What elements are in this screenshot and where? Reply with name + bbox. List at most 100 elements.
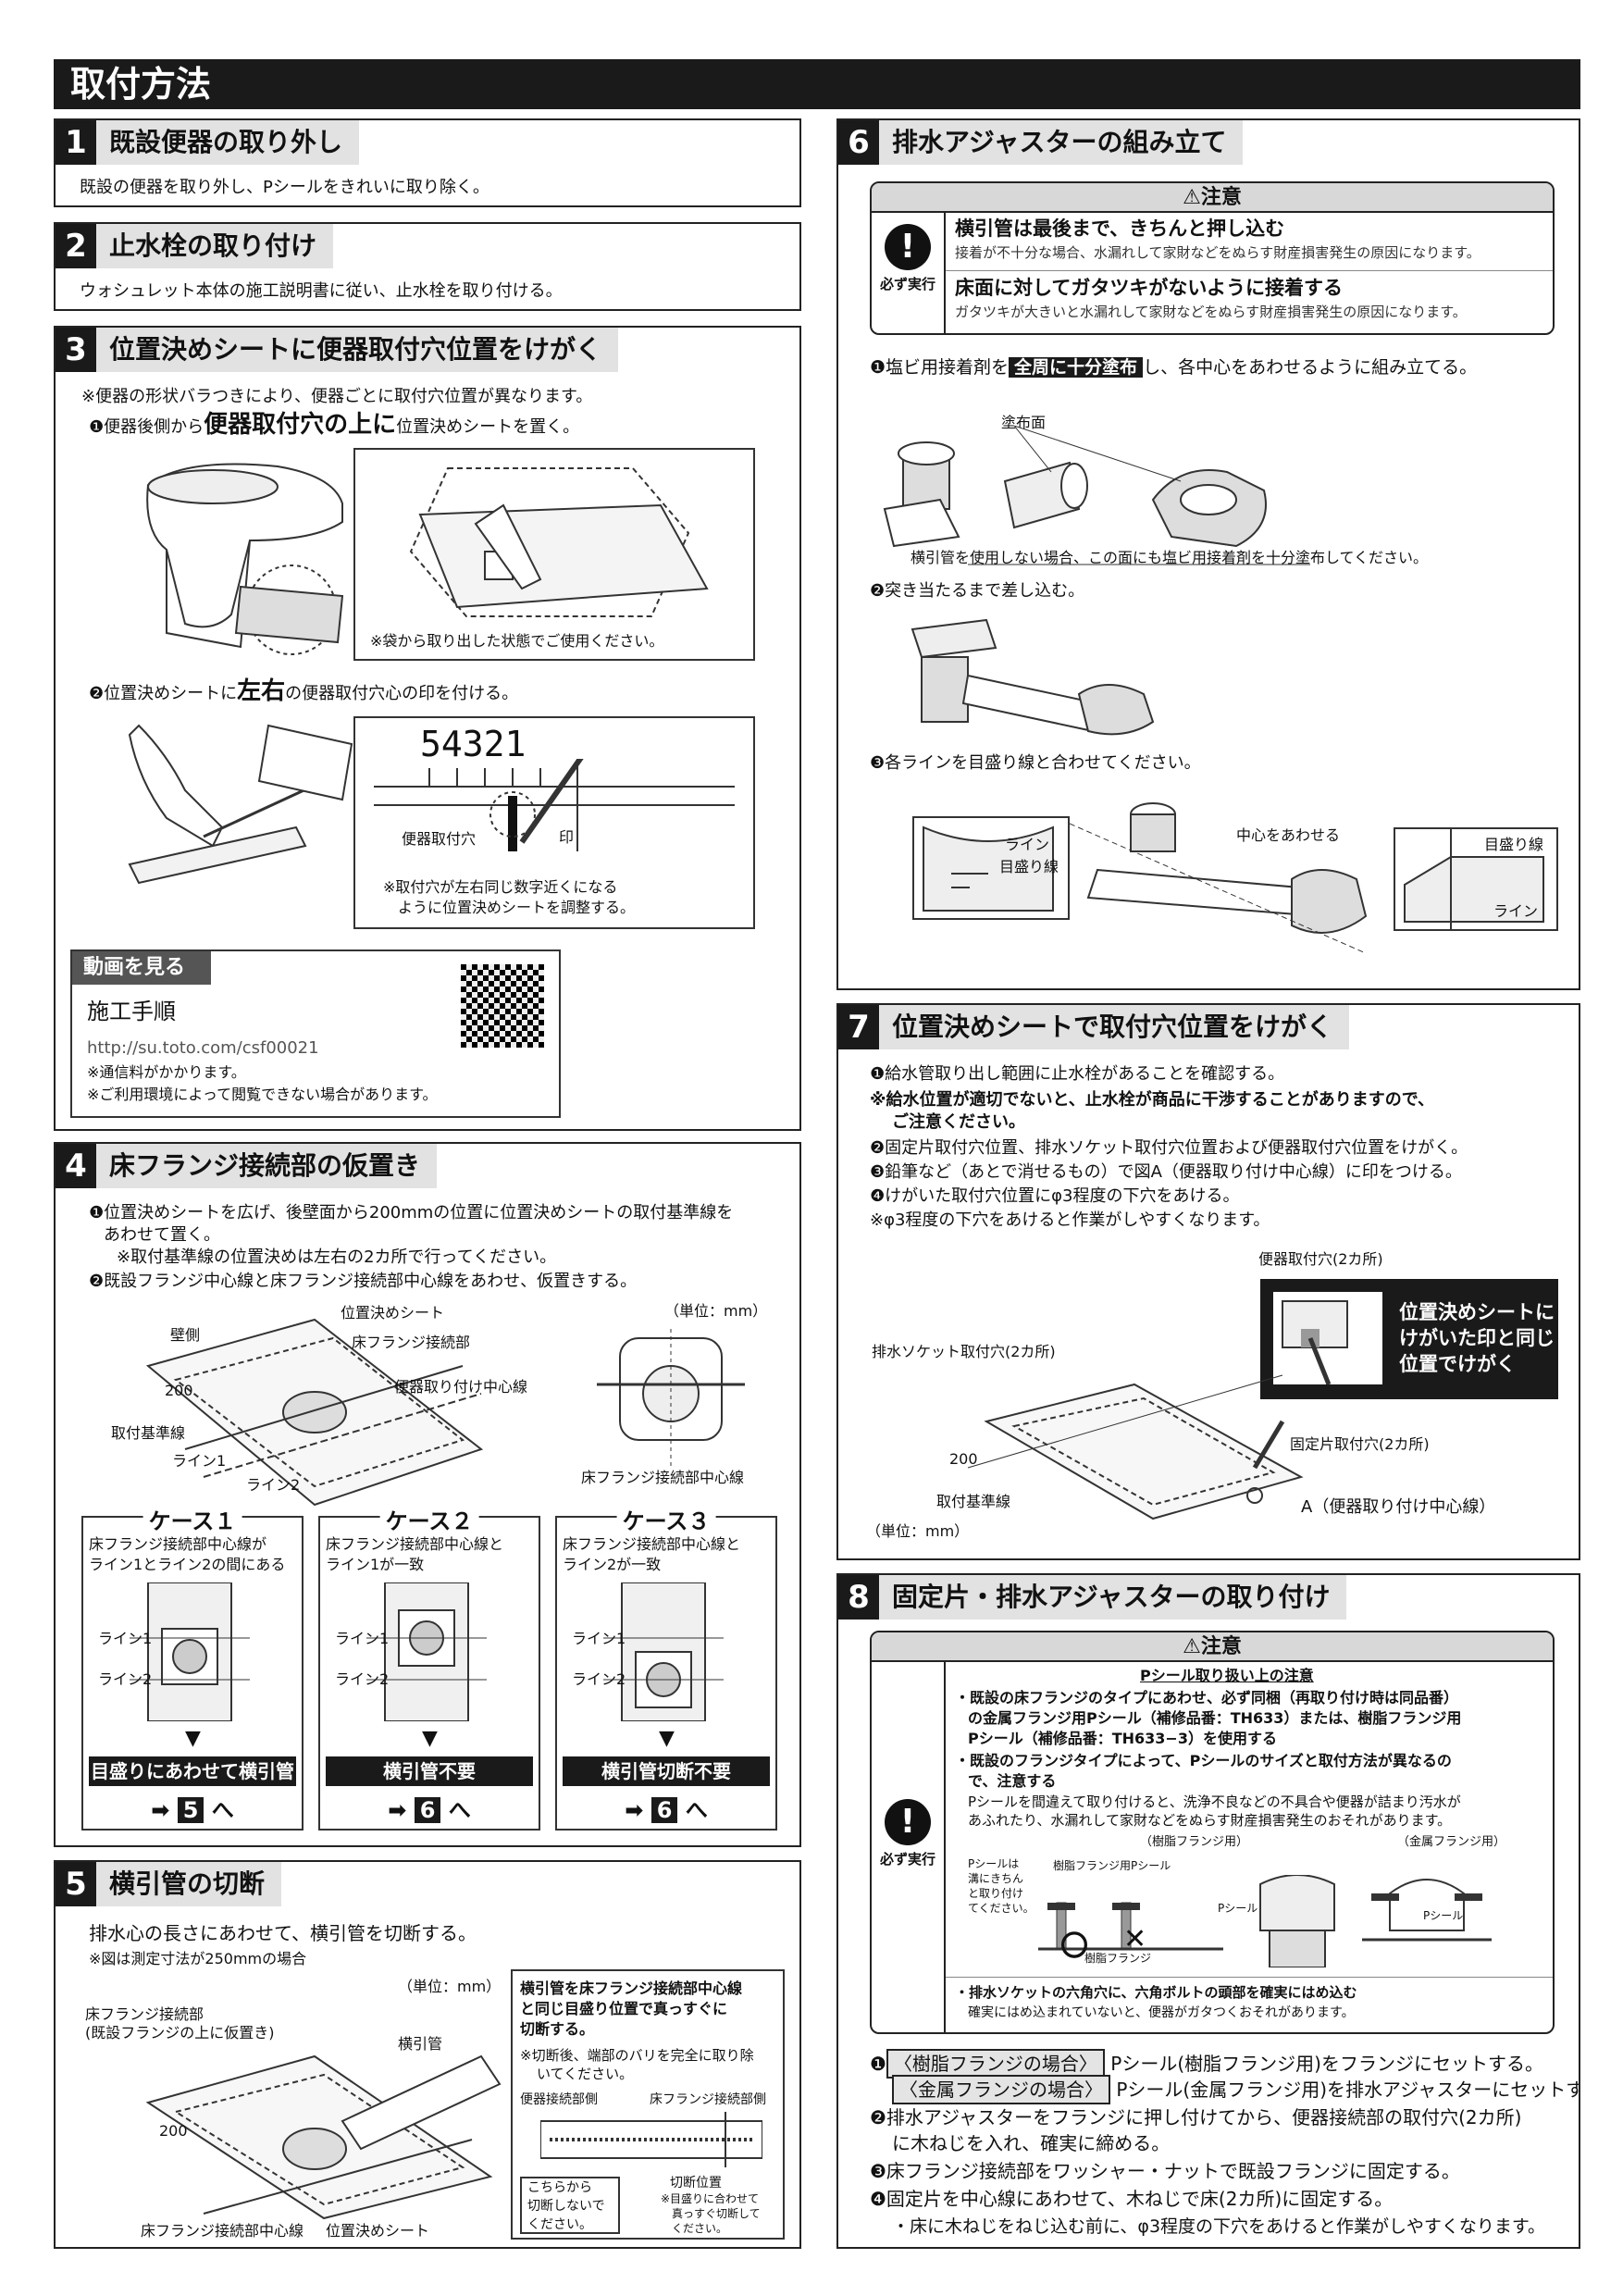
step-2b: に木ねじを入れ、確実に締める。 bbox=[892, 2132, 1171, 2154]
exclamation-icon: ! bbox=[885, 1799, 931, 1845]
ng-icon: ✕ bbox=[1123, 1923, 1147, 1955]
video-title: 施工手順 bbox=[87, 999, 176, 1024]
label-cut-4: ください。 bbox=[672, 2222, 728, 2235]
illustration-sheet-placement: ※袋から取り出した状態でご使用ください。 bbox=[353, 448, 755, 661]
label-resin: （樹脂フランジ用） bbox=[1140, 1835, 1249, 1849]
label-flange-center: 床フランジ接続部中心線 bbox=[581, 1469, 745, 1486]
hand-marking-illustration bbox=[128, 724, 353, 885]
adjuster-insert-drawing bbox=[911, 618, 1155, 736]
arrow-right-icon: ➡ bbox=[625, 1797, 644, 1823]
note-2: ご注意ください。 bbox=[892, 1112, 1025, 1132]
caution-2-text: ガタツキが大きいと水漏れして家財などをぬらす財産損害発生の原因になります。 bbox=[955, 304, 1467, 320]
flange-layout-drawing bbox=[145, 1318, 484, 1507]
label-cut: 切断位置 bbox=[670, 2176, 722, 2191]
label-sheet: 位置決めシート bbox=[326, 2222, 430, 2240]
case-desc-1: 床フランジ接続部中心線と bbox=[326, 1535, 504, 1553]
label-coat: 塗布面 bbox=[1001, 414, 1047, 431]
label-line: ライン bbox=[1005, 836, 1050, 853]
video-box[interactable]: 動画を見る 施工手順 http://su.toto.com/csf00021 ※… bbox=[70, 949, 561, 1118]
box-text-4: ※切断後、端部のバリを完全に取り除 bbox=[520, 2047, 754, 2064]
case-line2: ライン2 bbox=[98, 1670, 153, 1688]
case-desc-2: ライン1とライン2の間にある bbox=[89, 1556, 286, 1573]
label-mark: 印 bbox=[559, 828, 575, 846]
section-number: 2 bbox=[56, 224, 96, 268]
section-number: 8 bbox=[838, 1575, 879, 1620]
step-text: Pシール(金属フランジ用)を排水アジャスターにセットする。 bbox=[1116, 2079, 1580, 2101]
label-200: 200 bbox=[159, 2122, 188, 2140]
illustration-note-2: ように位置決めシートを調整する。 bbox=[398, 899, 636, 916]
mark-detail-drawing bbox=[1282, 1300, 1348, 1385]
label-center-align: 中心をあわせる bbox=[1236, 826, 1341, 844]
step-4-note: ・床に木ねじをねじ込む前に、φ3程度の下穴をあけると作業がしやすくなります。 bbox=[892, 2216, 1545, 2237]
case-line1: ライン1 bbox=[98, 1630, 153, 1647]
section-3-header: 3 位置決めシートに便器取付穴位置をけがく bbox=[56, 328, 619, 372]
case-goto: ➡ 6 へ bbox=[557, 1792, 775, 1824]
flange-top-view-drawing bbox=[597, 1329, 745, 1468]
section-title: 位置決めシートで取付穴位置をけがく bbox=[892, 1011, 1333, 1042]
section-number: 5 bbox=[56, 1862, 96, 1906]
scale-drawing bbox=[374, 759, 735, 851]
label-flange: 床フランジ接続部 bbox=[352, 1334, 471, 1351]
label-scale: 目盛り線 bbox=[999, 858, 1059, 875]
case-line2: ライン2 bbox=[335, 1670, 390, 1688]
step-number: ❶ bbox=[870, 2053, 886, 2075]
section-6: 6 排水アジャスターの組み立て ⚠注意 ! 必ず実行 横引管は最後まで、きちんと… bbox=[836, 118, 1580, 990]
case-result: 目盛りにあわせて横引管切断 bbox=[89, 1756, 296, 1812]
section-5-header: 5 横引管の切断 bbox=[56, 1862, 282, 1906]
step-text: し、各中心をあわせるように組み立てる。 bbox=[1143, 357, 1478, 378]
pseal-drawing bbox=[1038, 1875, 1492, 1967]
section-title: 止水栓の取り付け bbox=[109, 230, 317, 261]
label-center: 便器取り付け中心線 bbox=[394, 1378, 528, 1396]
section-text: ウォシュレット本体の施工説明書に従い、止水栓を取り付ける。 bbox=[80, 281, 563, 301]
section-6-header: 6 排水アジャスターの組み立て bbox=[838, 120, 1244, 165]
toilet-illustration bbox=[146, 463, 344, 655]
note: ※図は測定寸法が250mmの場合 bbox=[89, 1950, 307, 1967]
step-1-resin: ❶〈樹脂フランジの場合〉 Pシール(樹脂フランジ用)をフランジにセットする。 bbox=[870, 2049, 1543, 2079]
label-cut-2: ※目盛りに合わせて bbox=[661, 2192, 760, 2205]
scale-numbers: 54321 bbox=[420, 724, 527, 764]
line-detail-right-drawing bbox=[1404, 829, 1544, 929]
label-side-2: 床フランジ接続部側 bbox=[650, 2092, 766, 2107]
step-4: ❹固定片を中心線にあわせて、木ねじで床(2カ所)に固定する。 bbox=[870, 2188, 1394, 2210]
case-1: ケース１ 床フランジ接続部中心線が ライン1とライン2の間にある ライン1 ライ… bbox=[81, 1503, 304, 1831]
step-emphasis: 左右 bbox=[237, 677, 286, 705]
section-title: 床フランジ接続部の仮置き bbox=[109, 1150, 421, 1181]
video-header: 動画を見る bbox=[72, 951, 211, 985]
caution-subtitle: Pシール取り扱い上の注意 bbox=[1140, 1667, 1314, 1684]
bullet-9: 確実にはめ込まれていないと、便器がガタつくおそれがあります。 bbox=[968, 2005, 1355, 2020]
step-text: Pシール(樹脂フランジ用)をフランジにセットする。 bbox=[1110, 2053, 1543, 2075]
pipe-cut-instruction-box: 横引管を床フランジ接続部中心線 と同じ目盛り位置で真っすぐに 切断する。 ※切断… bbox=[511, 1969, 785, 2240]
step-text: ❶塩ビ用接着剤を bbox=[870, 357, 1010, 378]
case-desc-1: 床フランジ接続部中心線が bbox=[89, 1535, 267, 1553]
bullet-7: あふれたり、水漏れして家財などをぬらす財産損害発生のおそれがあります。 bbox=[968, 1812, 1452, 1829]
box-text-2: と同じ目盛り位置で真っすぐに bbox=[520, 2000, 728, 2017]
note-1: ※給水位置が適切でないと、止水栓が商品に干渉することがありますので、 bbox=[870, 1090, 1435, 1110]
label-ps-1: Pシールは bbox=[968, 1857, 1020, 1870]
section-title: 位置決めシートに便器取付穴位置をけがく bbox=[109, 334, 602, 365]
step-3: ❸鉛筆など（あとで消せるもの）で図A（便器取り付け中心線）に印をつける。 bbox=[870, 1162, 1462, 1182]
case-goto: ➡ 5 へ bbox=[83, 1792, 302, 1824]
box-text-5: いてください。 bbox=[537, 2066, 634, 2082]
case-1-drawing bbox=[130, 1582, 250, 1721]
case-3-drawing bbox=[603, 1582, 724, 1721]
section-4-header: 4 床フランジ接続部の仮置き bbox=[56, 1144, 438, 1188]
qr-code-icon[interactable] bbox=[461, 964, 544, 1048]
caution-1-text: 接着が不十分な場合、水漏れして家財などをぬらす財産損害発生の原因になります。 bbox=[955, 244, 1481, 261]
section-text: 既設の便器を取り外し、Pシールをきれいに取り除く。 bbox=[80, 178, 489, 197]
section-title: 既設便器の取り外し bbox=[109, 127, 343, 157]
section-8-header: 8 固定片・排水アジャスターの取り付け bbox=[838, 1575, 1347, 1620]
section-title: 固定片・排水アジャスターの取り付け bbox=[892, 1582, 1331, 1612]
illustration-note-1: ※取付穴が左右同じ数字近くになる bbox=[383, 878, 618, 896]
section-title: 横引管の切断 bbox=[109, 1868, 266, 1899]
unit-label: （単位：mm） bbox=[664, 1302, 768, 1320]
label-200: 200 bbox=[165, 1382, 193, 1399]
label-pseal: Pシール bbox=[1218, 1902, 1258, 1915]
bullet-8: ・排水ソケットの六角穴に、六角ボルトの頭部を確実にはめ込む bbox=[955, 1984, 1357, 2001]
goto-suffix: へ bbox=[685, 1797, 708, 1823]
adjuster-assembled-drawing bbox=[1070, 802, 1368, 953]
label-line2: ライン2 bbox=[246, 1476, 301, 1494]
section-number: 1 bbox=[56, 120, 96, 165]
video-url[interactable]: http://su.toto.com/csf00021 bbox=[87, 1038, 319, 1058]
no-cut-3: ください。 bbox=[527, 2217, 592, 2232]
label-line1: ライン1 bbox=[172, 1452, 227, 1470]
